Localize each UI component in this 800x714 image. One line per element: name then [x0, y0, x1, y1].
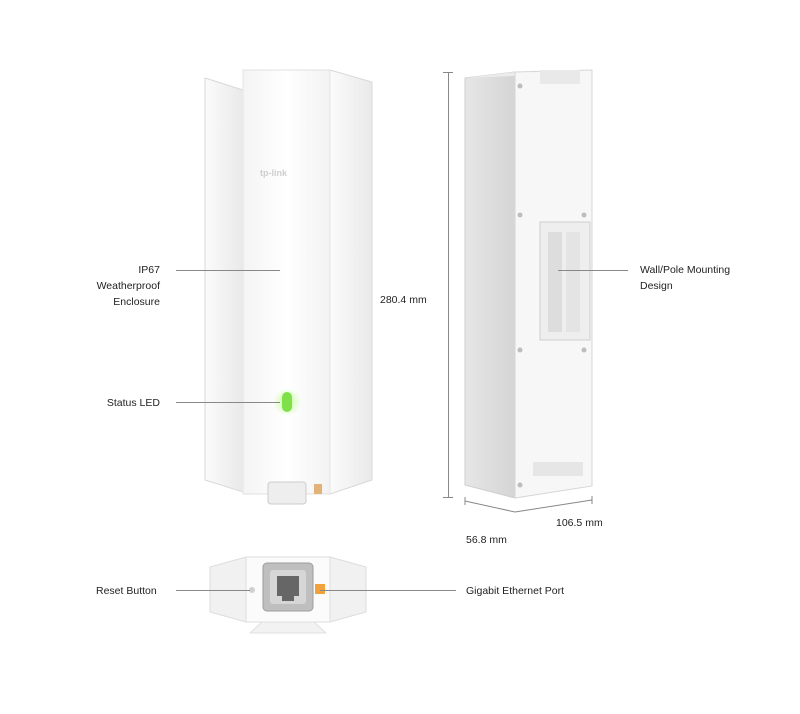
ethernet-port-label: Gigabit Ethernet Port [466, 585, 565, 597]
height-dimension-bottom-tick [443, 497, 453, 498]
reset-button-label: Reset Button [96, 585, 157, 597]
enclosure-label-line-3: Enclosure [113, 296, 160, 308]
enclosure-label-line-1: IP67 [138, 264, 160, 276]
mounting-label-line-2: Design [640, 280, 673, 292]
height-dimension-line [448, 72, 449, 498]
ethernet-port-leader-line [320, 590, 456, 591]
status-led-leader-line [176, 402, 280, 403]
side-view-device [464, 69, 593, 499]
brand-logo: tp-link [260, 168, 287, 178]
status-led-label: Status LED [106, 397, 160, 409]
width-dimension-label: 106.5 mm [556, 517, 603, 529]
height-dimension-top-tick [443, 72, 453, 73]
front-view-device [204, 69, 373, 505]
enclosure-label-line-2: Weatherproof [96, 280, 160, 292]
enclosure-label: IP67 Weatherproof Enclosure [70, 262, 160, 310]
height-dimension-label: 280.4 mm [380, 294, 427, 306]
logo-text: tp-link [260, 168, 287, 178]
bottom-view-device [209, 556, 367, 634]
mounting-leader-line [558, 270, 628, 271]
enclosure-leader-line [176, 270, 280, 271]
mounting-label: Wall/Pole Mounting Design [640, 262, 790, 294]
depth-dimension-label: 56.8 mm [466, 534, 507, 546]
mounting-label-line-1: Wall/Pole Mounting [640, 264, 731, 276]
reset-button-leader-line [176, 590, 250, 591]
